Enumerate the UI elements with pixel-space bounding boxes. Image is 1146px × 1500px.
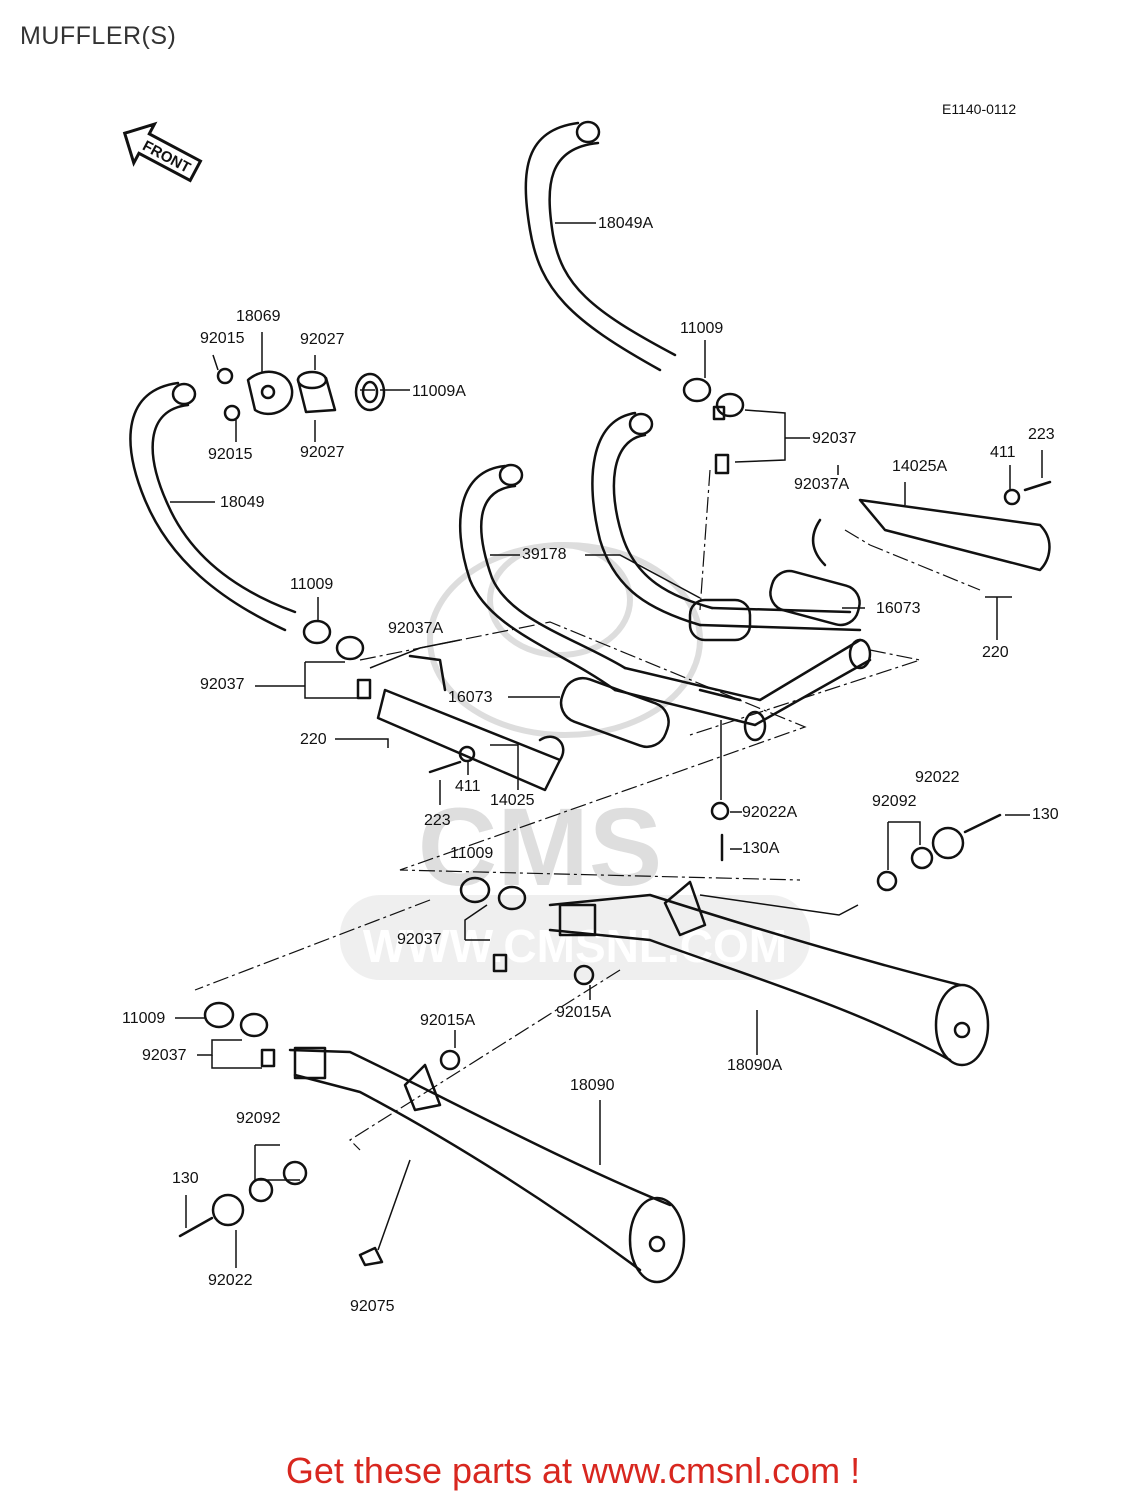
bracket-92037a-l [408, 654, 447, 692]
part-label-223-l[interactable]: 223 [424, 812, 451, 829]
part-label-92022-b[interactable]: 92022 [208, 1272, 253, 1289]
gasket-11009-btm [203, 1001, 235, 1029]
part-label-92037a-l[interactable]: 92037A [388, 620, 444, 637]
clamp-92037-mid [492, 885, 527, 973]
gasket-11009-top [682, 377, 712, 403]
damper-92092-btm [211, 1160, 308, 1227]
bolt-130-btm [178, 1216, 214, 1238]
exhaust-pipe-18049a [524, 120, 677, 372]
cap-92075 [358, 1246, 384, 1267]
phantom-lines [194, 469, 981, 1151]
part-label-11009-top[interactable]: 11009 [680, 320, 724, 337]
part-label-14025a[interactable]: 14025A [892, 458, 948, 475]
gasket-11009a [354, 372, 386, 412]
heat-cover-14025a [858, 498, 1051, 572]
cta-link[interactable]: Get these parts at www.cmsnl.com ! [285, 1450, 861, 1491]
part-label-16073-r[interactable]: 16073 [876, 600, 921, 617]
part-label-18049a[interactable]: 18049A [598, 215, 654, 232]
part-label-92037-m[interactable]: 92037 [397, 931, 442, 948]
bolt-223-l [428, 760, 462, 774]
part-label-11009-m[interactable]: 11009 [450, 845, 494, 862]
part-label-220-r[interactable]: 220 [982, 644, 1009, 661]
muffler-18090 [288, 1046, 686, 1284]
washer-92022a [710, 801, 730, 821]
gasket-11009-mid [459, 876, 491, 904]
nut-92015a-btm [439, 1049, 461, 1071]
part-label-92027-a[interactable]: 92027 [300, 331, 345, 348]
part-label-16073-l[interactable]: 16073 [448, 689, 493, 706]
washer-411-r [1003, 488, 1021, 506]
part-label-18049[interactable]: 18049 [220, 494, 265, 511]
bracket-92037a-r [811, 518, 827, 567]
insulator-16073-right [769, 569, 861, 627]
part-label-18090[interactable]: 18090 [570, 1077, 615, 1094]
insulator-16073-left [559, 676, 670, 749]
part-label-92015-a[interactable]: 92015 [200, 330, 245, 347]
part-label-92075[interactable]: 92075 [350, 1298, 395, 1315]
part-label-92015a-b[interactable]: 92015A [420, 1012, 476, 1029]
muffler-18090a [548, 880, 990, 1067]
part-label-92015a-m[interactable]: 92015A [556, 1004, 612, 1021]
page-title: MUFFLER(S) [20, 22, 177, 50]
flange-18069 [246, 370, 294, 416]
part-label-411-l[interactable]: 411 [455, 778, 481, 795]
part-label-18090a[interactable]: 18090A [727, 1057, 783, 1074]
nut-92015-b [223, 404, 241, 422]
watermark-brand: CMS [418, 786, 662, 909]
part-label-11009-l[interactable]: 11009 [290, 576, 334, 593]
part-label-18069[interactable]: 18069 [236, 308, 281, 325]
part-label-14025[interactable]: 14025 [490, 792, 535, 809]
washer-411-l [458, 745, 476, 763]
part-label-130-b[interactable]: 130 [172, 1170, 199, 1187]
part-label-220-l[interactable]: 220 [300, 731, 327, 748]
part-label-92037-b[interactable]: 92037 [142, 1047, 187, 1064]
clamp-92037-top [712, 392, 745, 475]
exhaust-pipe-39178 [458, 411, 872, 742]
diagram-code: E1140-0112 [942, 101, 1017, 117]
part-label-92037-l[interactable]: 92037 [200, 676, 245, 693]
part-label-92037-top[interactable]: 92037 [812, 430, 857, 447]
nut-92015-a [216, 367, 234, 385]
part-label-223-r[interactable]: 223 [1028, 426, 1055, 443]
part-label-92027-b[interactable]: 92027 [300, 444, 345, 461]
part-label-11009-b[interactable]: 11009 [122, 1010, 166, 1027]
part-label-92022a[interactable]: 92022A [742, 804, 798, 821]
bolt-223-r [1023, 480, 1052, 492]
part-label-130-r[interactable]: 130 [1032, 806, 1059, 823]
part-label-92022-r[interactable]: 92022 [915, 769, 960, 786]
part-label-92092-b[interactable]: 92092 [236, 1110, 281, 1127]
part-label-39178[interactable]: 39178 [522, 546, 567, 563]
clamp-92037-left [335, 635, 372, 700]
front-arrow: FRONT [122, 121, 203, 183]
gasket-11009-left [302, 619, 332, 645]
part-label-130a[interactable]: 130A [742, 840, 780, 857]
exhaust-pipe-18049 [129, 381, 297, 632]
part-label-92037a-r[interactable]: 92037A [794, 476, 850, 493]
part-label-92092-r[interactable]: 92092 [872, 793, 917, 810]
leader-lines [170, 222, 1043, 1268]
part-label-11009a[interactable]: 11009A [412, 383, 466, 400]
heat-cover-14025 [376, 688, 565, 792]
nut-92015a-mid [573, 964, 595, 986]
collar-92027 [296, 370, 337, 414]
watermark: CMS WWW.CMSNL.COM [340, 542, 810, 980]
part-label-411-r[interactable]: 411 [990, 444, 1016, 461]
clamp-92037-btm [239, 1012, 276, 1068]
bolt-130-right [963, 813, 1002, 834]
part-label-92015-b[interactable]: 92015 [208, 446, 253, 463]
damper-92092-right [876, 826, 965, 892]
